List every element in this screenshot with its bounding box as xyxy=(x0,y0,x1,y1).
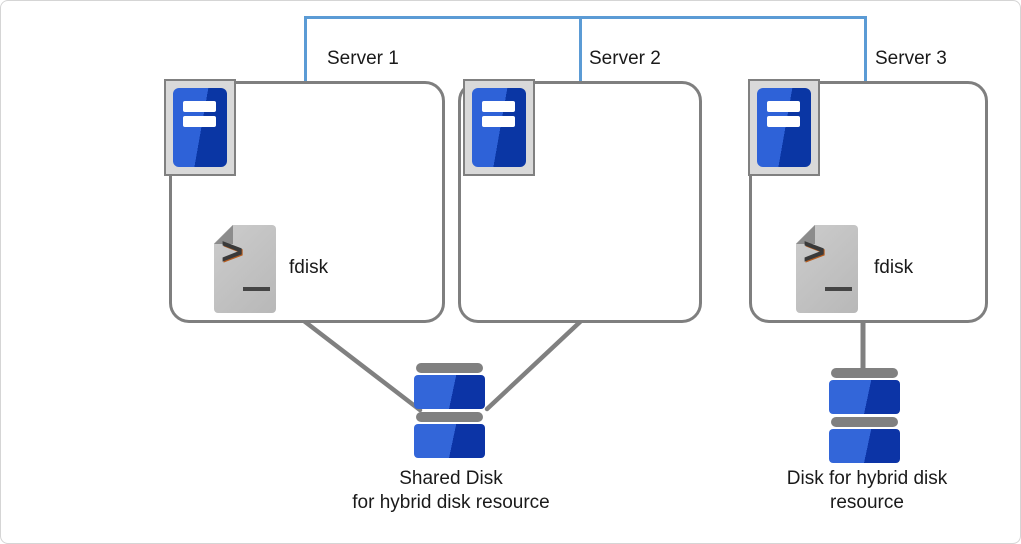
disk-cap xyxy=(416,363,483,373)
prompt-underscore-icon xyxy=(243,287,270,291)
shared-disk-icon xyxy=(414,363,485,461)
server3-label: Server 3 xyxy=(875,48,947,69)
server2-to-shared-disk-line xyxy=(484,318,584,412)
server-tower-icon xyxy=(164,79,236,176)
disk-platter xyxy=(829,380,900,414)
shared-disk-caption-line1: Shared Disk xyxy=(399,468,503,489)
shared-disk-caption: Shared Disk for hybrid disk resource xyxy=(311,467,591,515)
disk-platter xyxy=(414,424,485,458)
server-slot xyxy=(767,101,800,112)
server-tower-body xyxy=(757,88,811,167)
hybrid-disk-caption-line1: Disk for hybrid disk xyxy=(786,468,948,489)
server-slot xyxy=(183,116,216,127)
server-tower-icon xyxy=(463,79,535,176)
server1-label: Server 1 xyxy=(327,48,399,69)
prompt-gt-icon: > xyxy=(221,231,244,273)
shell-script-icon: > xyxy=(214,225,276,313)
server-slot xyxy=(482,101,515,112)
prompt-underscore-icon xyxy=(825,287,852,291)
prompt-gt-icon: > xyxy=(803,231,826,273)
server-tower-body xyxy=(472,88,526,167)
server1-fdisk-label: fdisk xyxy=(289,257,329,278)
disk-cap xyxy=(416,412,483,422)
disk-platter xyxy=(829,429,900,463)
disk-platter xyxy=(414,375,485,409)
disk-cap xyxy=(831,417,898,427)
server-slot xyxy=(482,116,515,127)
shell-script-icon: > xyxy=(796,225,858,313)
hybrid-disk-icon xyxy=(829,368,900,466)
server3-fdisk-label: fdisk xyxy=(874,257,914,278)
hybrid-disk-caption-line2: resource xyxy=(830,492,904,513)
server-tower-icon xyxy=(748,79,820,176)
server2-label: Server 2 xyxy=(589,48,661,69)
server-slot xyxy=(767,116,800,127)
shared-disk-caption-line2: for hybrid disk resource xyxy=(352,492,550,513)
hybrid-disk-caption: Disk for hybrid disk resource xyxy=(741,467,993,515)
disk-cap xyxy=(831,368,898,378)
server-tower-body xyxy=(173,88,227,167)
server-slot xyxy=(183,101,216,112)
server1-to-shared-disk-line xyxy=(301,318,423,413)
